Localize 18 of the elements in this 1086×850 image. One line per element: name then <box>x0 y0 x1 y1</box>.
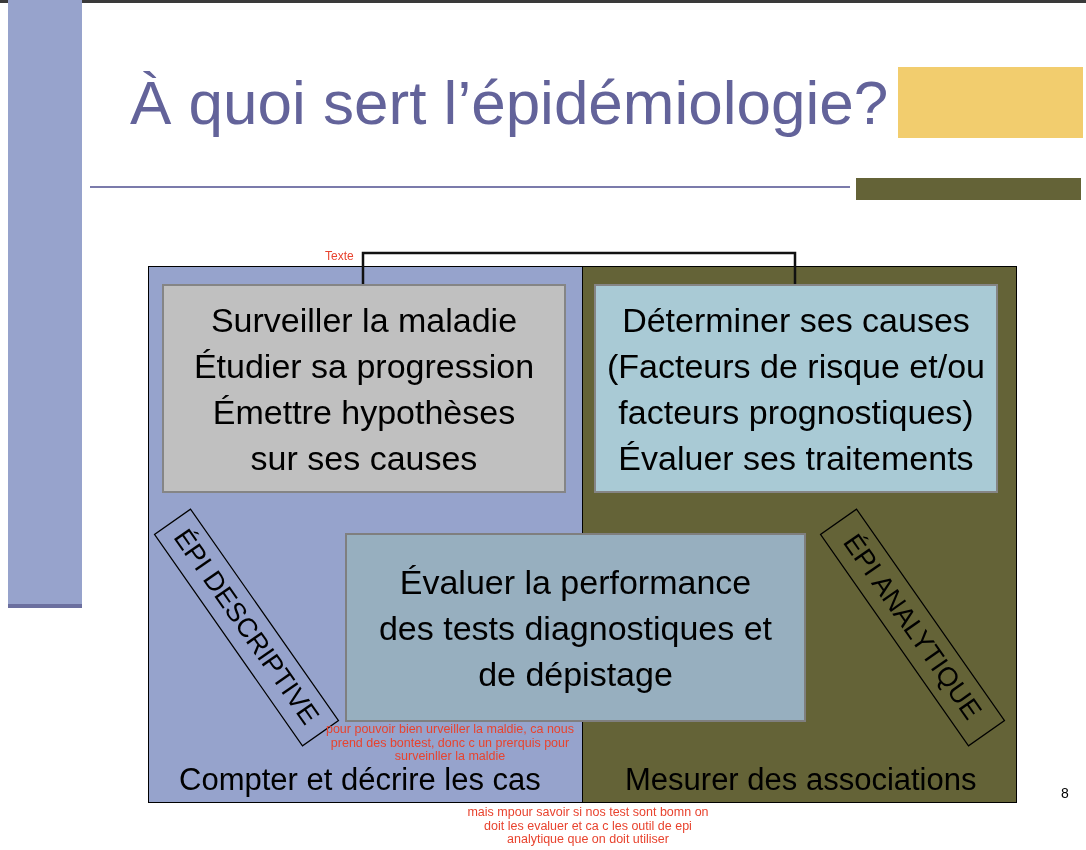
annotation-note: mais mpour savoir si nos test sont bomn on doit les evaluer et ca c les outil de epi analytique que on doit utiliser <box>466 806 710 847</box>
box-text: Surveiller la maladie <box>210 299 518 341</box>
info-box <box>162 284 566 493</box>
center-overlay <box>345 533 806 722</box>
box-text: (Facteurs de risque et/ou facteurs prognostiques) <box>606 345 986 433</box>
connector-line <box>361 251 797 284</box>
annotation-note: pour pouvoir bien urveiller la maldie, ca nous prend des bontest, donc c un prerquis pour surveinller la maldie <box>324 723 576 764</box>
info-box <box>594 284 998 493</box>
box-text: Déterminer ses causes <box>622 299 970 341</box>
panel-caption: Mesurer des associations <box>625 764 977 796</box>
box-text: Émettre hypothèses sur ses causes <box>211 391 517 479</box>
box-text: Étudier sa progression <box>193 345 535 387</box>
page-number: 8 <box>1061 785 1069 801</box>
rotated-frame <box>818 507 1006 747</box>
box-text: Évaluer ses traitements <box>618 437 974 479</box>
panel-caption: Compter et décrire les cas <box>179 764 541 796</box>
annotation-text: Texte <box>325 249 354 263</box>
box-text: Évaluer la performance des tests diagnostiques et de dépistage <box>377 561 774 695</box>
